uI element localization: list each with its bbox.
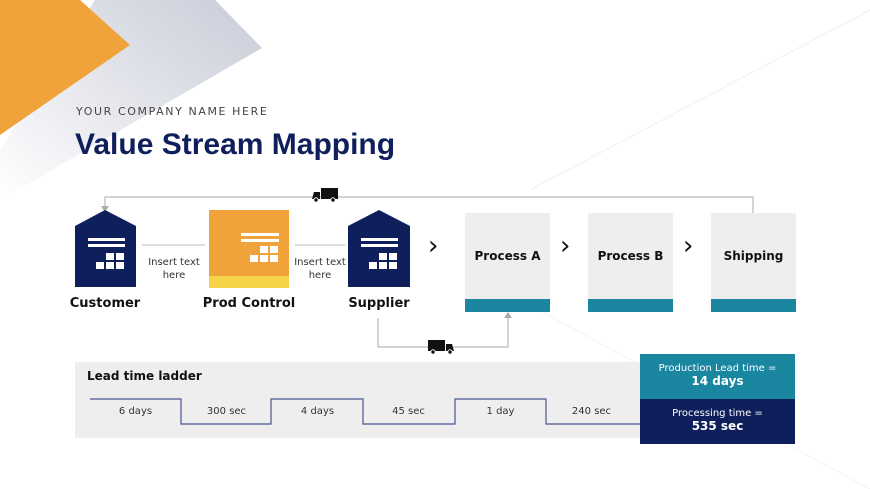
production-lead-time-box: Production Lead time =14 days (640, 354, 795, 399)
ladder-title: Lead time ladder (87, 369, 202, 383)
chevron-right-icon: › (560, 231, 571, 261)
processing-time-value: 535 sec (691, 419, 744, 433)
prod-control-icon (209, 210, 289, 288)
shipping-box: Shipping (711, 213, 796, 312)
ladder-step: 6 days (118, 406, 153, 417)
prod-control-label: Prod Control (202, 296, 296, 311)
ladder-step: 1 day (486, 406, 515, 417)
process-label: Shipping (723, 249, 784, 263)
customer-warehouse-icon (75, 210, 136, 287)
truck-icon (428, 340, 454, 355)
processing-time-box: Processing time =535 sec (640, 399, 795, 444)
ladder-step: 45 sec (392, 406, 425, 417)
process-label: Process B (597, 249, 664, 263)
lead-time-label: Production Lead time = (658, 363, 777, 374)
info-flow-line (104, 196, 754, 213)
supplier-warehouse-icon (348, 210, 410, 287)
ladder-step: 300 sec (206, 406, 247, 417)
supplier-label: Supplier (348, 296, 410, 311)
insert-text: Insert text here (294, 257, 346, 281)
customer-label: Customer (69, 296, 141, 311)
ladder-step: 4 days (300, 406, 335, 417)
chevron-right-icon: › (428, 231, 439, 261)
chevron-right-icon: › (683, 231, 694, 261)
processing-time-label: Processing time = (672, 408, 763, 419)
process-a-box: Process A (465, 213, 550, 312)
ladder-step: 240 sec (571, 406, 612, 417)
company-name: YOUR COMPANY NAME HERE (76, 105, 269, 118)
process-b-box: Process B (588, 213, 673, 312)
page-title: Value Stream Mapping (75, 128, 396, 161)
process-label: Process A (474, 249, 541, 263)
truck-icon (312, 188, 338, 203)
insert-text: Insert text here (148, 257, 200, 281)
lead-time-value: 14 days (691, 374, 744, 388)
